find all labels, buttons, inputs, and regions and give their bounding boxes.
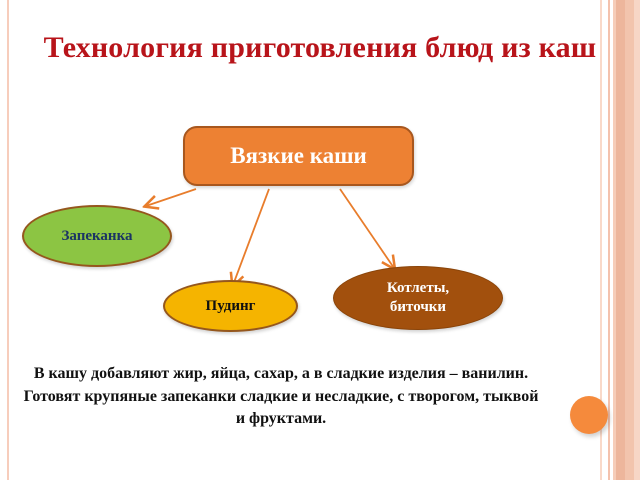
diagram-node-zapekanka-label: Запеканка [61, 227, 133, 244]
band-stripe-5 [613, 0, 616, 480]
diagram-node-kotlety-label: Котлеты, биточки [387, 279, 449, 317]
slide-title: Технология приготовления блюд из каш [43, 31, 597, 64]
band-stripe-8 [634, 0, 640, 480]
band-stripe-7 [625, 0, 634, 480]
right-band-decoration [600, 0, 640, 480]
band-stripe-2 [602, 0, 608, 480]
slide-caption: В кашу добавляют жир, яйца, сахар, а в с… [23, 365, 539, 428]
diagram-node-zapekanka[interactable]: Запеканка [22, 205, 172, 267]
band-stripe-4 [610, 0, 613, 480]
band-stripe-6 [616, 0, 625, 480]
diagram-node-kotlety-label-line1: Котлеты, [386, 280, 450, 297]
diagram-node-puding[interactable]: Пудинг [163, 280, 298, 332]
orange-dot-decoration [570, 396, 608, 434]
diagram-node-root-label: Вязкие каши [230, 143, 367, 168]
diagram-node-puding-label: Пудинг [205, 297, 256, 314]
diagram-node-kotlety[interactable]: Котлеты, биточки [333, 266, 503, 330]
diagram-node-kotlety-label-line2: биточки [389, 299, 447, 315]
diagram-node-root[interactable]: Вязкие каши [183, 126, 414, 186]
band-stripe-3 [608, 0, 610, 480]
band-stripe-1 [600, 0, 602, 480]
left-rule-decoration [7, 0, 9, 480]
